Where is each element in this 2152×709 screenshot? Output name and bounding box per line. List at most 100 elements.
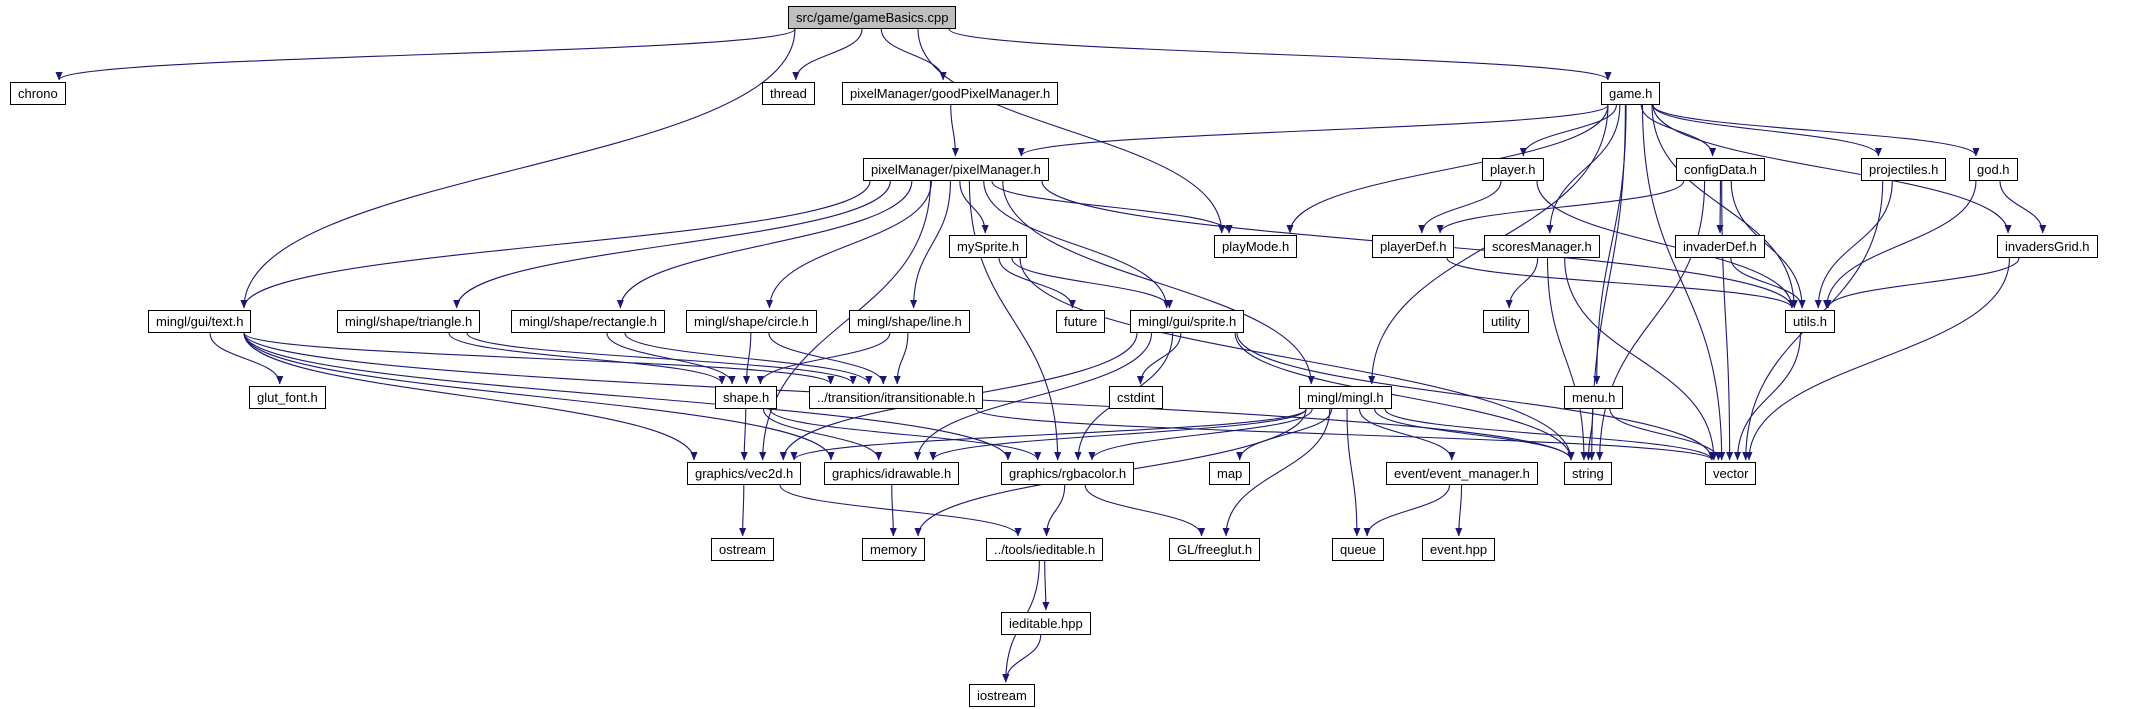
node-eventhpp[interactable]: event.hpp bbox=[1422, 538, 1496, 561]
edge-eventmgr-queue bbox=[1363, 484, 1451, 537]
edge-scoresmanager-string bbox=[1546, 257, 1588, 461]
node-cstdint[interactable]: cstdint bbox=[1109, 386, 1163, 409]
edge-game-projectiles bbox=[1652, 104, 1882, 157]
edge-pm-playmode bbox=[991, 180, 1233, 234]
edge-pm-mingl bbox=[1002, 180, 1315, 385]
node-sprite[interactable]: mingl/gui/sprite.h bbox=[1130, 310, 1245, 333]
edge-invadersgrid-utils bbox=[1824, 257, 2020, 309]
edge-ieditablehpp-iostream bbox=[1002, 634, 1042, 683]
edge-ieditable-ieditablehpp bbox=[1042, 560, 1050, 611]
edge-game-player bbox=[1519, 104, 1617, 157]
edge-triangle-shape bbox=[448, 332, 726, 385]
edge-pm-line bbox=[910, 180, 951, 309]
node-eventmgr[interactable]: event/event_manager.h bbox=[1386, 462, 1538, 485]
edge-pm-circle bbox=[765, 180, 933, 309]
edge-utils-vector bbox=[1733, 332, 1802, 461]
node-circle[interactable]: mingl/shape/circle.h bbox=[686, 310, 817, 333]
node-playmode[interactable]: playMode.h bbox=[1214, 235, 1298, 258]
edge-mysprite-sprite bbox=[1011, 257, 1173, 309]
node-string[interactable]: string bbox=[1564, 462, 1612, 485]
node-freeglut[interactable]: GL/freeglut.h bbox=[1169, 538, 1261, 561]
edge-sprite-cstdint bbox=[1136, 332, 1182, 385]
node-game[interactable]: game.h bbox=[1601, 82, 1661, 105]
edge-gamebasics-playmode bbox=[917, 28, 1226, 234]
node-mingl[interactable]: mingl/mingl.h bbox=[1299, 386, 1392, 409]
node-pm[interactable]: pixelManager/pixelManager.h bbox=[863, 158, 1049, 181]
node-utils[interactable]: utils.h bbox=[1785, 310, 1835, 333]
node-line[interactable]: mingl/shape/line.h bbox=[849, 310, 970, 333]
edge-mingl-idrawable bbox=[929, 408, 1307, 461]
node-ieditablehpp[interactable]: ieditable.hpp bbox=[1001, 612, 1091, 635]
node-future[interactable]: future bbox=[1056, 310, 1106, 333]
node-invaderdef[interactable]: invaderDef.h bbox=[1675, 235, 1765, 258]
node-goodpm[interactable]: pixelManager/goodPixelManager.h bbox=[842, 82, 1059, 105]
edge-rectangle-shape bbox=[606, 332, 736, 385]
node-glutfont[interactable]: glut_font.h bbox=[249, 386, 326, 409]
edge-mingl-map bbox=[1236, 408, 1333, 461]
node-text[interactable]: mingl/gui/text.h bbox=[148, 310, 252, 333]
edge-mingl-vec2d bbox=[790, 408, 1307, 461]
node-ostream[interactable]: ostream bbox=[711, 538, 774, 561]
edge-line-shape bbox=[756, 332, 891, 385]
node-rectangle[interactable]: mingl/shape/rectangle.h bbox=[511, 310, 666, 333]
edge-shape-idrawable bbox=[762, 408, 883, 461]
edge-projectiles-utils bbox=[1814, 180, 1893, 309]
node-utility[interactable]: utility bbox=[1483, 310, 1529, 333]
edge-configdata-string bbox=[1596, 180, 1706, 461]
edge-vec2d-ieditable bbox=[779, 484, 1022, 537]
node-playerdef[interactable]: playerDef.h bbox=[1372, 235, 1455, 258]
node-rgbacolor[interactable]: graphics/rgbacolor.h bbox=[1001, 462, 1135, 485]
edge-pm-triangle bbox=[453, 180, 891, 309]
node-idrawable[interactable]: graphics/idrawable.h bbox=[824, 462, 960, 485]
edge-configdata-playerdef bbox=[1436, 180, 1685, 234]
edge-game-utils bbox=[1651, 104, 1798, 309]
node-chrono[interactable]: chrono bbox=[10, 82, 66, 105]
node-player[interactable]: player.h bbox=[1482, 158, 1544, 181]
node-gamebasics[interactable]: src/game/gameBasics.cpp bbox=[788, 6, 957, 29]
edge-mysprite-future bbox=[998, 257, 1076, 309]
edge-game-playmode bbox=[1286, 104, 1609, 234]
edge-triangle-itrans bbox=[466, 332, 857, 385]
edge-playerdef-utils bbox=[1446, 257, 1796, 309]
node-iostream[interactable]: iostream bbox=[969, 684, 1035, 707]
edge-sprite-string bbox=[1234, 332, 1575, 461]
edge-rectangle-itrans bbox=[624, 332, 873, 385]
edge-gamebasics-chrono bbox=[55, 28, 796, 81]
edge-mysprite-string bbox=[1019, 257, 1575, 461]
node-vector[interactable]: vector bbox=[1705, 462, 1757, 485]
edge-configdata-vector bbox=[1721, 180, 1734, 461]
node-projectiles[interactable]: projectiles.h bbox=[1861, 158, 1947, 181]
edge-shape-vec2d bbox=[740, 408, 748, 461]
edge-text-itrans bbox=[243, 332, 835, 385]
edge-game-configdata bbox=[1640, 104, 1717, 157]
node-god[interactable]: god.h bbox=[1969, 158, 2018, 181]
node-shape[interactable]: shape.h bbox=[715, 386, 778, 409]
edge-player-playerdef bbox=[1418, 180, 1502, 234]
edge-shape-rgbacolor bbox=[769, 408, 1042, 461]
node-itrans[interactable]: ../transition/itransitionable.h bbox=[809, 386, 984, 409]
node-vec2d[interactable]: graphics/vec2d.h bbox=[687, 462, 802, 485]
node-invadersgrid[interactable]: invadersGrid.h bbox=[1997, 235, 2098, 258]
node-thread[interactable]: thread bbox=[762, 82, 815, 105]
edge-game-pm bbox=[1017, 104, 1609, 157]
edge-gamebasics-thread bbox=[792, 28, 863, 81]
node-mysprite[interactable]: mySprite.h bbox=[949, 235, 1028, 258]
edge-mingl-queue bbox=[1346, 408, 1361, 537]
node-scoresmanager[interactable]: scoresManager.h bbox=[1484, 235, 1600, 258]
node-memory[interactable]: memory bbox=[862, 538, 925, 561]
edge-gamebasics-goodpm bbox=[880, 28, 947, 81]
node-menu[interactable]: menu.h bbox=[1564, 386, 1624, 409]
edge-gamebasics-text bbox=[240, 28, 796, 309]
edge-pm-rectangle bbox=[616, 180, 913, 309]
edge-vec2d-ostream bbox=[739, 484, 747, 537]
edge-mingl-vector bbox=[1384, 408, 1716, 461]
node-map[interactable]: map bbox=[1209, 462, 1251, 485]
node-configdata[interactable]: configData.h bbox=[1676, 158, 1765, 181]
node-ieditable[interactable]: ../tools/ieditable.h bbox=[986, 538, 1104, 561]
edge-text-glutfont bbox=[209, 332, 284, 385]
node-queue[interactable]: queue bbox=[1332, 538, 1385, 561]
node-triangle[interactable]: mingl/shape/triangle.h bbox=[337, 310, 481, 333]
edge-goodpm-pm bbox=[950, 104, 960, 157]
